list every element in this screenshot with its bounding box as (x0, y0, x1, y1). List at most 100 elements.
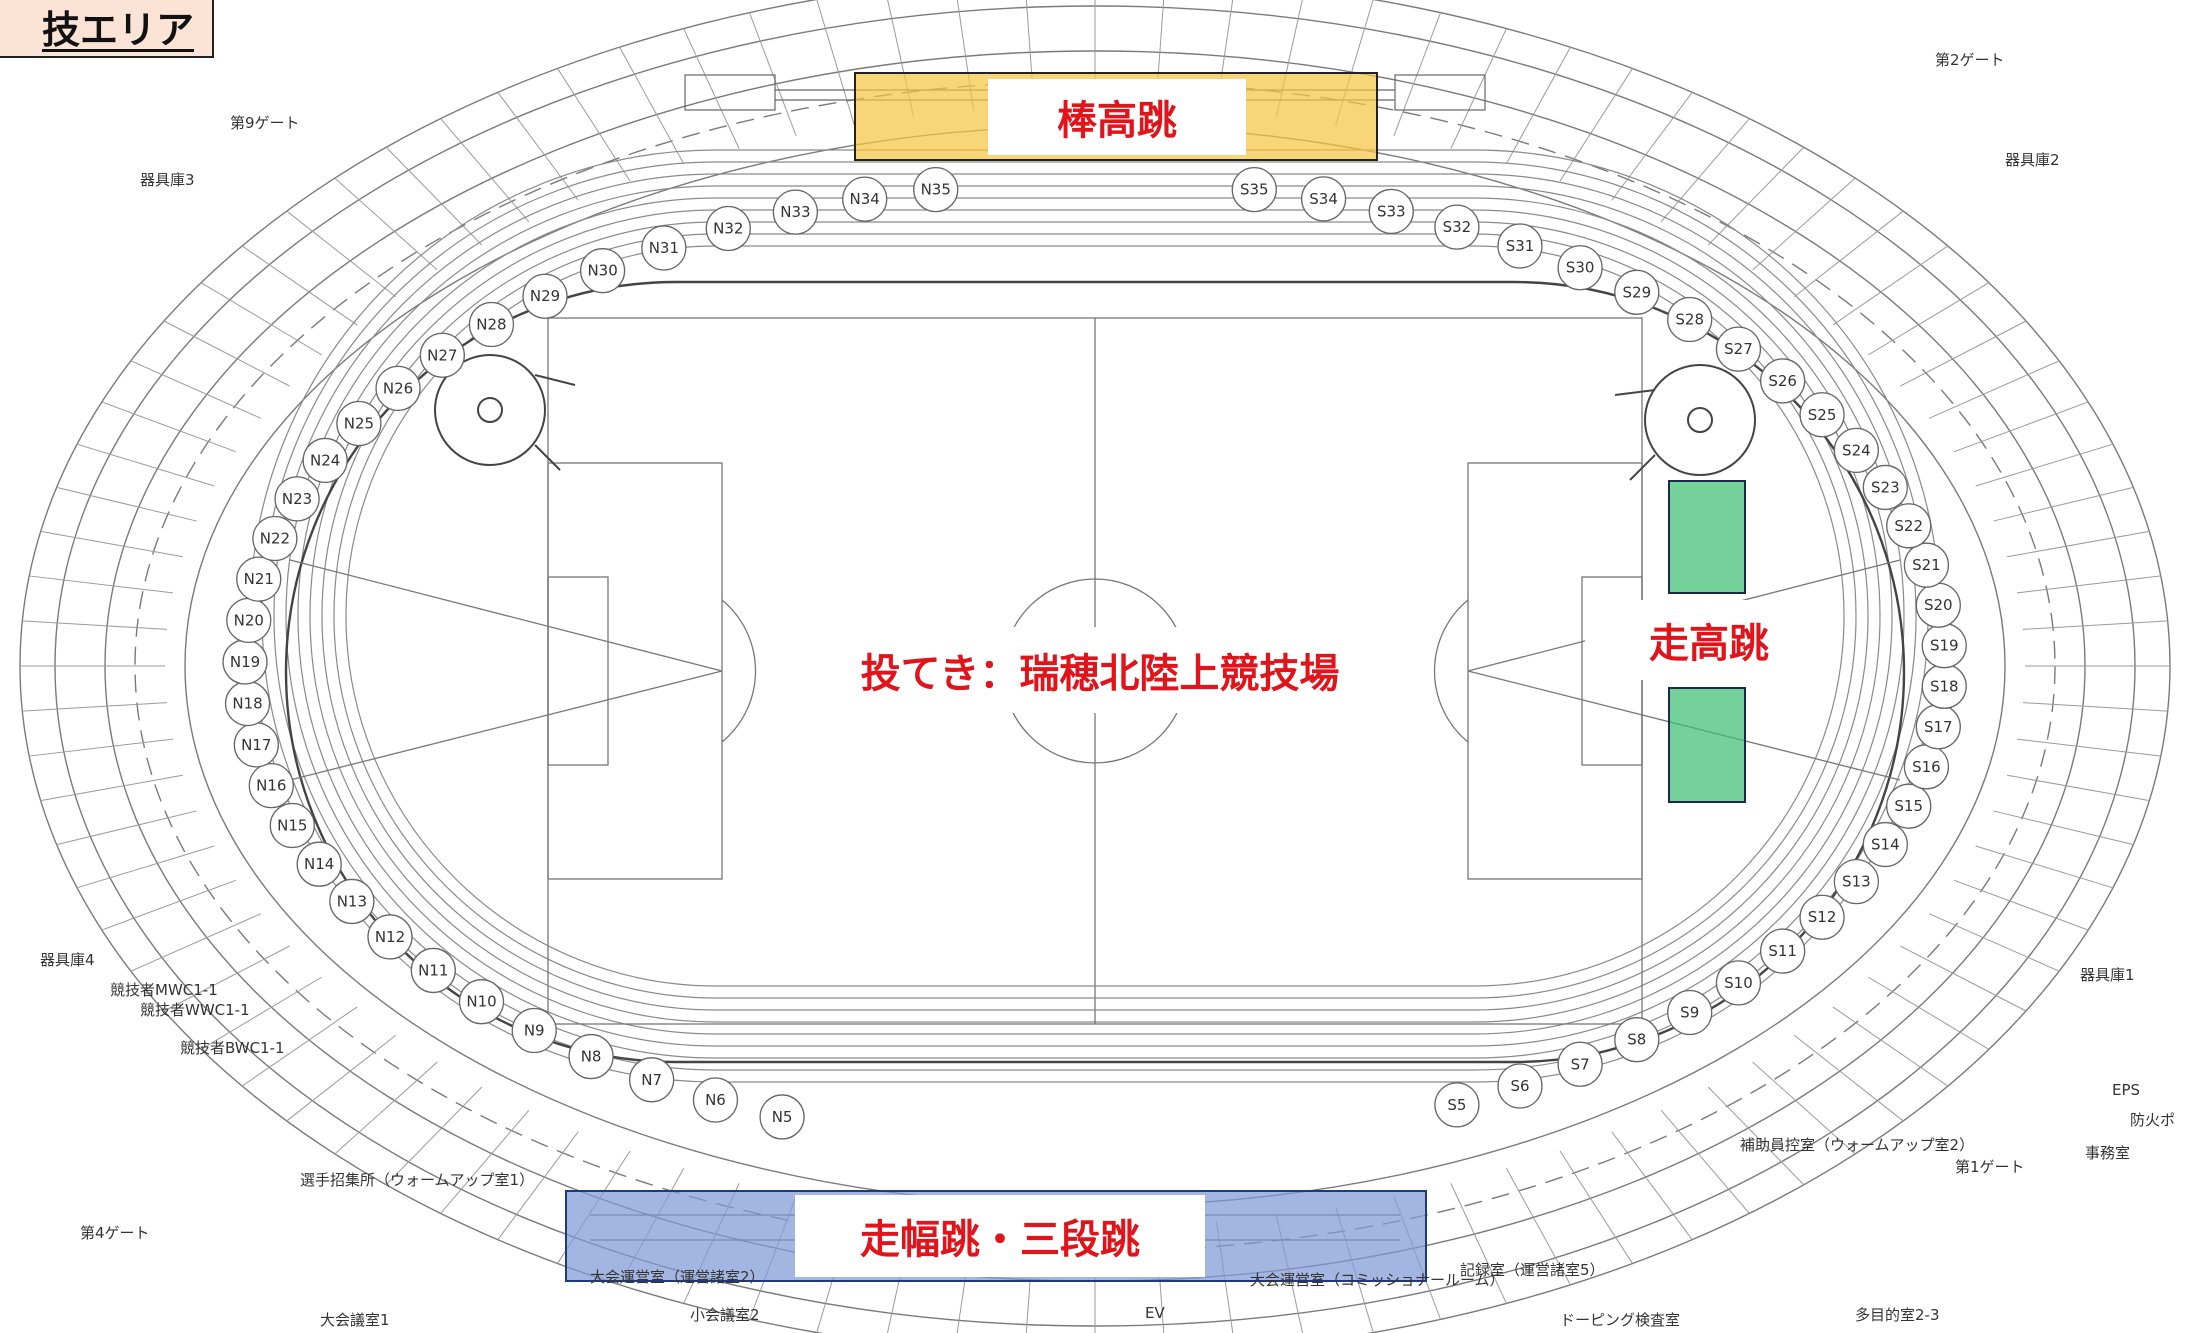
lane-marker (579, 248, 626, 294)
lane-marker (274, 476, 320, 522)
seating-radial-line (2016, 738, 2161, 757)
lane-marker-label: S9 (1680, 1004, 1699, 1022)
seating-radial-line (130, 360, 262, 419)
room-gate-9: 第9ゲート (230, 114, 300, 132)
seating-radial-line (163, 945, 290, 1012)
seating-radial-line (1505, 1168, 1571, 1286)
seating-radial-line (200, 976, 322, 1050)
room-equipment-3: 器具庫3 (140, 171, 195, 189)
section-header: 技エリア (0, 0, 214, 58)
north-lane-markers: N5N6N7N8N9N10N11N12N13N14N15N16N17N18N19… (222, 166, 959, 1140)
room-multi-purpose: 多目的室2-3 (1855, 1306, 1940, 1324)
lane-marker (1368, 188, 1414, 235)
lane-marker-label: S10 (1724, 974, 1753, 992)
lane-marker-label: S24 (1842, 441, 1871, 459)
lane-marker (458, 979, 505, 1025)
seating-radial-line (101, 401, 236, 453)
room-conference-1: 大会議室1 (320, 1311, 390, 1329)
room-eps: EPS (2112, 1081, 2140, 1099)
lane-marker (913, 166, 959, 213)
lane-marker (329, 878, 375, 925)
room-gate-4: 第4ゲート (80, 1224, 150, 1242)
room-gate-2: 第2ゲート (1935, 51, 2005, 69)
seating-radial-line (29, 738, 174, 757)
lane-marker (1434, 1082, 1480, 1128)
lane-marker (1667, 989, 1713, 1036)
lane-marker (269, 802, 315, 849)
lane-marker-label: S31 (1506, 237, 1535, 255)
seating-radial-line (1752, 177, 1856, 271)
lane-marker-label: N16 (256, 777, 286, 795)
lane-marker-label: N30 (587, 262, 617, 280)
lane-marker-label: S21 (1912, 556, 1941, 574)
seating-radial-line (1611, 91, 1693, 201)
lane-marker-label: S23 (1871, 478, 1900, 496)
seating-radial-line (130, 913, 262, 972)
seating-radial-line (1975, 845, 2114, 889)
seating-radial-line (497, 1131, 579, 1241)
room-wc-1: 競技者MWC1-1 (110, 981, 218, 999)
seating-radial-line (76, 845, 215, 889)
lane-marker-label: S33 (1377, 202, 1406, 220)
lane-marker-label: N7 (641, 1071, 662, 1089)
lane-marker (1715, 326, 1762, 372)
lane-marker-label: N28 (476, 315, 506, 333)
lane-marker-label: S19 (1930, 637, 1959, 655)
lane-marker (641, 225, 687, 271)
south-lane-markers: S5S6S7S8S9S10S11S12S13S14S15S16S17S18S19… (1231, 166, 1967, 1128)
lane-marker (1497, 1063, 1543, 1109)
lane-marker (1715, 960, 1762, 1006)
lane-marker (692, 1077, 739, 1123)
seating-radial-line (2007, 530, 2150, 558)
high-jump-label: 走高跳 (1585, 600, 1833, 680)
lane-marker (468, 301, 515, 348)
high-jump-zone-south[interactable] (1668, 687, 1746, 803)
seating-radial-line (1707, 146, 1805, 246)
lane-marker (1760, 928, 1806, 974)
lane-marker-label: S30 (1566, 259, 1595, 277)
room-equipment-4: 器具庫4 (40, 951, 95, 969)
lane-marker-label: S27 (1724, 340, 1753, 358)
seating-radial-line (1928, 360, 2060, 419)
seating-radial-line (683, 28, 740, 149)
lane-marker (1614, 1017, 1660, 1063)
seating-radial-line (1450, 28, 1507, 149)
lane-marker-label: N18 (232, 695, 262, 713)
lane-marker (1434, 204, 1480, 250)
lane-marker-label: S14 (1871, 836, 1900, 854)
seating-radial-line (163, 320, 290, 387)
throwing-circle-east (1614, 364, 1756, 481)
lane-marker-label: N17 (241, 736, 271, 754)
seating-radial-line (22, 702, 168, 712)
seating-radial-line (557, 68, 631, 182)
lane-marker-label: N32 (713, 219, 743, 237)
seating-radial-line (748, 12, 797, 136)
seating-radial-line (1793, 210, 1904, 298)
lane-marker (1833, 858, 1880, 905)
lane-marker-label: N14 (304, 855, 334, 873)
lane-marker-label: N26 (383, 379, 413, 397)
room-doping: ドーピング検査室 (1560, 1311, 1680, 1329)
lane-marker (419, 332, 465, 378)
lane-marker (1231, 166, 1277, 213)
lane-marker-label: N9 (524, 1021, 545, 1039)
seating-radial-line (1559, 1150, 1633, 1264)
lane-marker-label: N25 (344, 415, 374, 433)
seating-radial-line (2022, 702, 2168, 712)
lane-marker (1614, 269, 1660, 315)
lane-marker-label: S22 (1894, 517, 1923, 535)
lane-marker (1557, 245, 1603, 291)
seating-radial-line (2022, 620, 2168, 630)
lane-marker-label: N10 (466, 993, 496, 1011)
lane-marker-label: N21 (244, 570, 274, 588)
lane-marker (1300, 176, 1347, 222)
lane-marker-label: S11 (1768, 942, 1797, 960)
lane-marker-label: S32 (1443, 218, 1472, 236)
seating-radial-line (816, 0, 855, 126)
seating-radial-line (1954, 879, 2089, 931)
lane-marker (705, 205, 751, 252)
lane-marker-label: N31 (649, 239, 679, 257)
lane-marker (522, 273, 568, 319)
high-jump-zone-north[interactable] (1668, 480, 1746, 594)
throwing-label: 投てき：瑞穂北陸上競技場 (800, 627, 1400, 713)
